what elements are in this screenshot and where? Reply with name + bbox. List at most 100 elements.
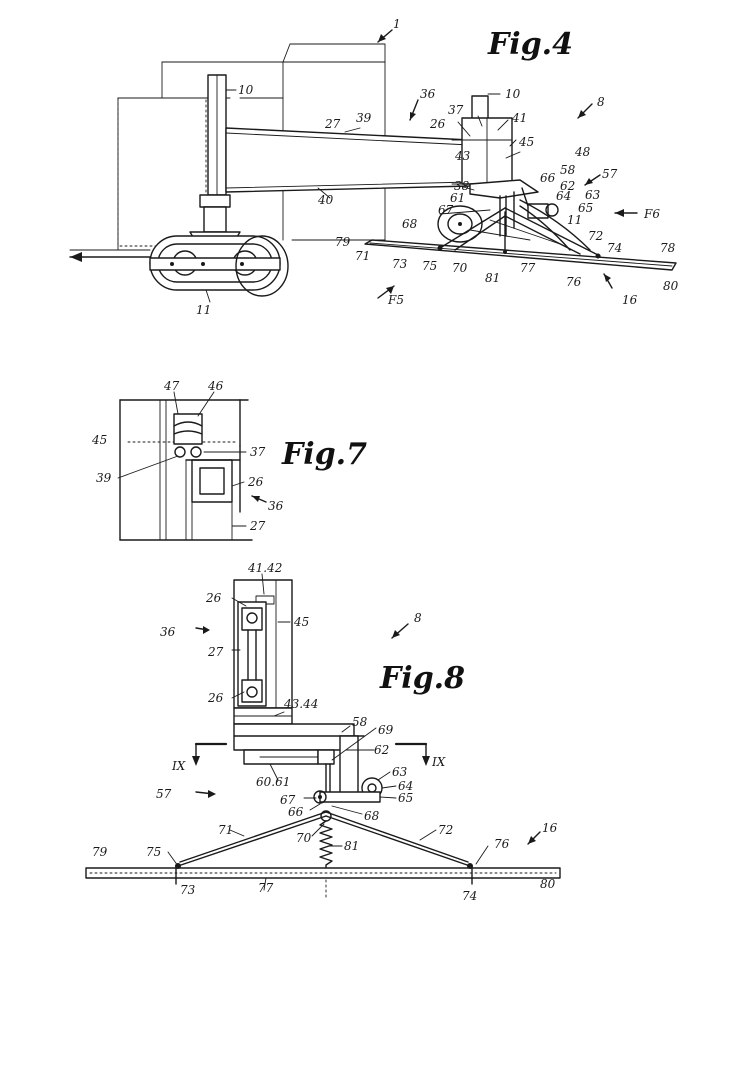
label-61: 61 bbox=[450, 191, 465, 205]
label-76: 76 bbox=[494, 837, 510, 851]
label-81: 81 bbox=[344, 839, 359, 853]
label-63: 63 bbox=[585, 188, 601, 202]
label-46: 46 bbox=[207, 379, 224, 393]
label-74: 74 bbox=[462, 889, 477, 903]
label-47: 47 bbox=[163, 379, 180, 393]
arrow-1 bbox=[377, 29, 393, 43]
fig8-profile-26-27 bbox=[237, 601, 267, 707]
label-41: 41 bbox=[511, 111, 527, 125]
label-69: 69 bbox=[378, 723, 394, 737]
figure-8-title: Fig.8 bbox=[379, 661, 465, 696]
label-64: 64 bbox=[556, 189, 571, 203]
fig8-leader-lines bbox=[167, 573, 489, 891]
fig8-tie-rods bbox=[177, 811, 471, 867]
label-IX-left: IX bbox=[171, 759, 186, 773]
label-67: 67 bbox=[280, 793, 296, 807]
label-62: 62 bbox=[374, 743, 389, 757]
label-IX-right: IX bbox=[431, 755, 446, 769]
label-76: 76 bbox=[566, 275, 582, 289]
motion-arrow bbox=[69, 252, 161, 262]
label-36: 36 bbox=[268, 499, 284, 513]
mast-10-left bbox=[207, 74, 227, 196]
label-27: 27 bbox=[249, 519, 266, 533]
label-57: 57 bbox=[602, 167, 618, 181]
label-1: 1 bbox=[393, 17, 401, 31]
label-16: 16 bbox=[622, 293, 638, 307]
label-57: 57 bbox=[156, 787, 172, 801]
label-11-right: 11 bbox=[567, 213, 582, 227]
fig8-arrow-36 bbox=[195, 626, 210, 634]
figure-4-title: Fig.4 bbox=[487, 27, 573, 62]
label-77: 77 bbox=[258, 881, 274, 895]
label-73: 73 bbox=[392, 257, 408, 271]
label-45: 45 bbox=[518, 135, 534, 149]
label-27: 27 bbox=[324, 117, 341, 131]
label-67: 67 bbox=[438, 203, 454, 217]
label-70: 70 bbox=[296, 831, 312, 845]
label-39: 39 bbox=[96, 471, 112, 485]
wheel-unit-11 bbox=[149, 194, 289, 297]
label-75: 75 bbox=[146, 845, 161, 859]
label-75: 75 bbox=[422, 259, 437, 273]
label-8: 8 bbox=[597, 95, 605, 109]
label-10-left: 10 bbox=[238, 83, 254, 97]
label-66: 66 bbox=[540, 171, 556, 185]
label-26-top: 26 bbox=[205, 591, 222, 605]
label-68: 68 bbox=[364, 809, 380, 823]
figure-7: Fig.7 bbox=[91, 379, 367, 541]
label-43: 43 bbox=[454, 149, 471, 163]
label-40: 40 bbox=[317, 193, 334, 207]
arrow-f5 bbox=[377, 285, 395, 299]
fig8-arrow-8 bbox=[391, 623, 409, 639]
fig8-arrow-57 bbox=[195, 790, 216, 798]
label-36: 36 bbox=[420, 87, 436, 101]
arrow-f6 bbox=[614, 209, 638, 217]
fig7-leaders bbox=[117, 391, 267, 527]
section-line-ix bbox=[192, 742, 430, 766]
label-8: 8 bbox=[414, 611, 422, 625]
label-65: 65 bbox=[578, 201, 593, 215]
fig8-drive-60-61 bbox=[243, 735, 359, 797]
label-45: 45 bbox=[293, 615, 309, 629]
label-70: 70 bbox=[452, 261, 468, 275]
label-F5: F5 bbox=[387, 293, 404, 307]
label-77: 77 bbox=[520, 261, 536, 275]
label-11-left: 11 bbox=[196, 303, 211, 317]
label-80: 80 bbox=[540, 877, 556, 891]
label-37: 37 bbox=[250, 445, 266, 459]
label-66: 66 bbox=[288, 805, 304, 819]
label-64: 64 bbox=[398, 779, 413, 793]
fig8-arrow-16 bbox=[527, 831, 541, 845]
arrow-36 bbox=[409, 99, 419, 121]
fig7-labels: 47 46 45 37 39 26 36 27 bbox=[91, 379, 284, 533]
label-16: 16 bbox=[542, 821, 558, 835]
label-58: 58 bbox=[560, 163, 576, 177]
label-36: 36 bbox=[160, 625, 176, 639]
label-26-bottom: 26 bbox=[207, 691, 224, 705]
boom-27 bbox=[225, 127, 471, 193]
fig4-labels: 1 10 36 37 10 8 27 39 26 41 45 43 48 38 … bbox=[196, 17, 679, 317]
label-71: 71 bbox=[218, 823, 233, 837]
fig8-spring-81 bbox=[319, 810, 333, 901]
arrow-16 bbox=[603, 273, 613, 289]
label-41-42: 41.42 bbox=[247, 561, 282, 575]
arrow-8 bbox=[577, 103, 593, 119]
label-63: 63 bbox=[392, 765, 408, 779]
label-10-right: 10 bbox=[505, 87, 521, 101]
figure-8: Fig.8 bbox=[85, 561, 561, 903]
label-79: 79 bbox=[92, 845, 108, 859]
label-58: 58 bbox=[352, 715, 368, 729]
arrow-57 bbox=[584, 174, 601, 186]
label-62: 62 bbox=[560, 179, 575, 193]
label-27: 27 bbox=[207, 645, 224, 659]
figure-4: Fig.4 bbox=[69, 17, 679, 317]
base-frame-16 bbox=[364, 199, 677, 271]
fig8-base-16 bbox=[85, 863, 561, 885]
label-43-44: 43.44 bbox=[283, 697, 318, 711]
label-37: 37 bbox=[448, 103, 464, 117]
label-F6: F6 bbox=[643, 207, 660, 221]
label-72: 72 bbox=[438, 823, 453, 837]
label-78-right: 78 bbox=[660, 241, 676, 255]
label-81: 81 bbox=[485, 271, 500, 285]
